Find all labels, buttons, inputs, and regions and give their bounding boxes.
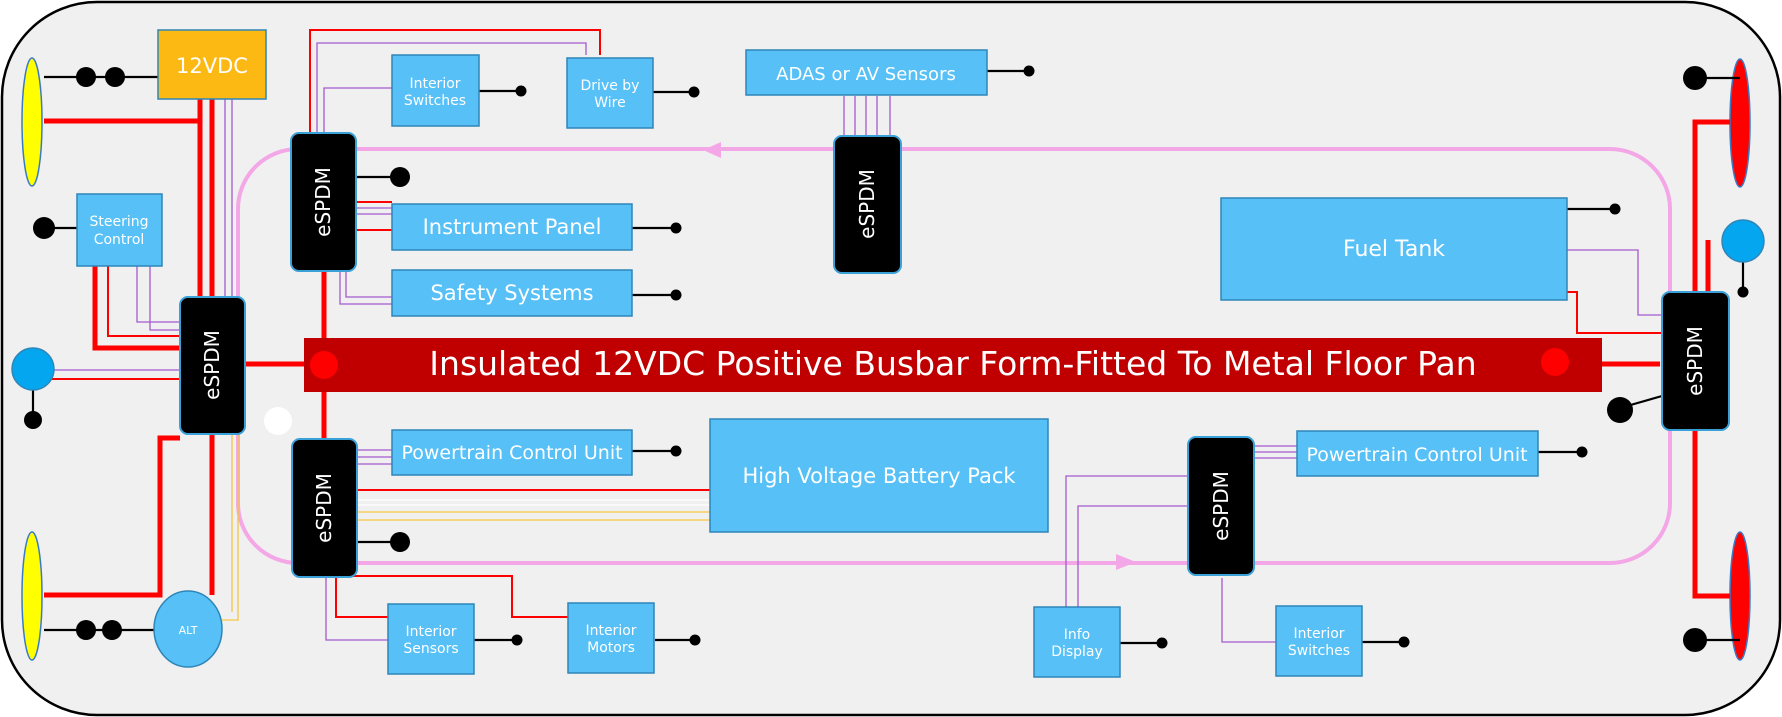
interior-motors-box: Interior Motors: [567, 602, 655, 674]
ground-studs: [24, 65, 1749, 652]
power-source-label: 12VDC: [176, 54, 248, 78]
steering-control-box: Steering Control: [76, 193, 163, 267]
svg-text:eSPDM: eSPDM: [1209, 471, 1233, 541]
interior-sensors-box: Interior Sensors: [387, 603, 475, 675]
espdm-controller-top-left: eSPDM: [290, 132, 357, 272]
drive-by-wire-box: Drive by Wire: [566, 57, 654, 129]
busbar-label: Insulated 12VDC Positive Busbar Form-Fit…: [429, 344, 1476, 383]
fuel-tank-box: Fuel Tank: [1220, 197, 1568, 301]
svg-text:Fuel Tank: Fuel Tank: [1343, 237, 1445, 262]
loop-arrow-bottom-icon: [1116, 554, 1136, 570]
svg-text:Interior: Interior: [405, 624, 456, 640]
svg-text:Wire: Wire: [594, 95, 626, 111]
svg-text:Switches: Switches: [404, 93, 466, 109]
svg-text:Powertrain Control Unit: Powertrain Control Unit: [1306, 444, 1527, 466]
svg-text:Instrument Panel: Instrument Panel: [423, 215, 602, 239]
loop-arrow-top-icon: [703, 142, 721, 158]
svg-text:Display: Display: [1051, 644, 1103, 660]
instrument-panel-box: Instrument Panel: [391, 203, 633, 251]
espdm-controller-bottom-left: eSPDM: [291, 438, 358, 578]
safety-systems-box: Safety Systems: [391, 269, 633, 317]
positive-busbar: [304, 338, 1602, 392]
interior-switches-top-box: Interior Switches: [391, 54, 480, 127]
svg-text:Interior: Interior: [1293, 626, 1344, 642]
svg-text:Interior: Interior: [409, 76, 460, 92]
auxiliary-wiring: [222, 433, 710, 621]
svg-text:Interior: Interior: [585, 623, 636, 639]
svg-text:Powertrain Control Unit: Powertrain Control Unit: [401, 442, 622, 464]
hv-battery-box: High Voltage Battery Pack: [709, 418, 1049, 533]
powertrain-control-right-box: Powertrain Control Unit: [1296, 430, 1539, 477]
info-display-box: Info Display: [1033, 606, 1121, 678]
svg-text:Switches: Switches: [1288, 643, 1350, 659]
espdm-controller-top-center: eSPDM: [833, 135, 902, 274]
busbar-junction-right: [1541, 348, 1569, 376]
adas-sensors-box: ADAS or AV Sensors: [745, 49, 988, 96]
espdm-controller-bottom-right: eSPDM: [1187, 436, 1255, 576]
headlamp-bottom-left: [21, 531, 43, 661]
headlamp-top-left: [21, 57, 43, 187]
svg-text:eSPDM: eSPDM: [311, 167, 335, 237]
signal-wiring: [36, 42, 1662, 643]
powertrain-control-left-box: Powertrain Control Unit: [391, 429, 633, 476]
svg-text:Info: Info: [1064, 627, 1091, 643]
espdm-controller-right: eSPDM: [1661, 291, 1730, 431]
svg-text:Control: Control: [94, 232, 145, 248]
svg-text:Sensors: Sensors: [403, 641, 458, 657]
svg-text:eSPDM: eSPDM: [855, 169, 879, 239]
svg-text:Drive by: Drive by: [581, 78, 640, 94]
busbar-junction-left: [310, 351, 338, 379]
svg-text:ADAS or AV Sensors: ADAS or AV Sensors: [776, 64, 956, 85]
alternator: [153, 590, 223, 668]
svg-text:Steering: Steering: [89, 214, 148, 230]
sensor-circle-right: [1721, 219, 1765, 263]
svg-text:eSPDM: eSPDM: [1683, 326, 1707, 396]
interior-switches-bottom-box: Interior Switches: [1275, 605, 1363, 677]
svg-text:High Voltage Battery Pack: High Voltage Battery Pack: [742, 464, 1016, 488]
white-connector-circle: [264, 407, 292, 435]
power-source-12vdc: [157, 29, 267, 100]
svg-text:eSPDM: eSPDM: [312, 473, 336, 543]
alternator-label: ALT: [179, 624, 198, 637]
svg-text:Motors: Motors: [587, 640, 635, 656]
espdm-controller-left: eSPDM: [179, 296, 246, 435]
svg-text:eSPDM: eSPDM: [200, 330, 224, 400]
svg-text:Safety Systems: Safety Systems: [430, 281, 593, 305]
sensor-circle-left: [11, 347, 55, 391]
